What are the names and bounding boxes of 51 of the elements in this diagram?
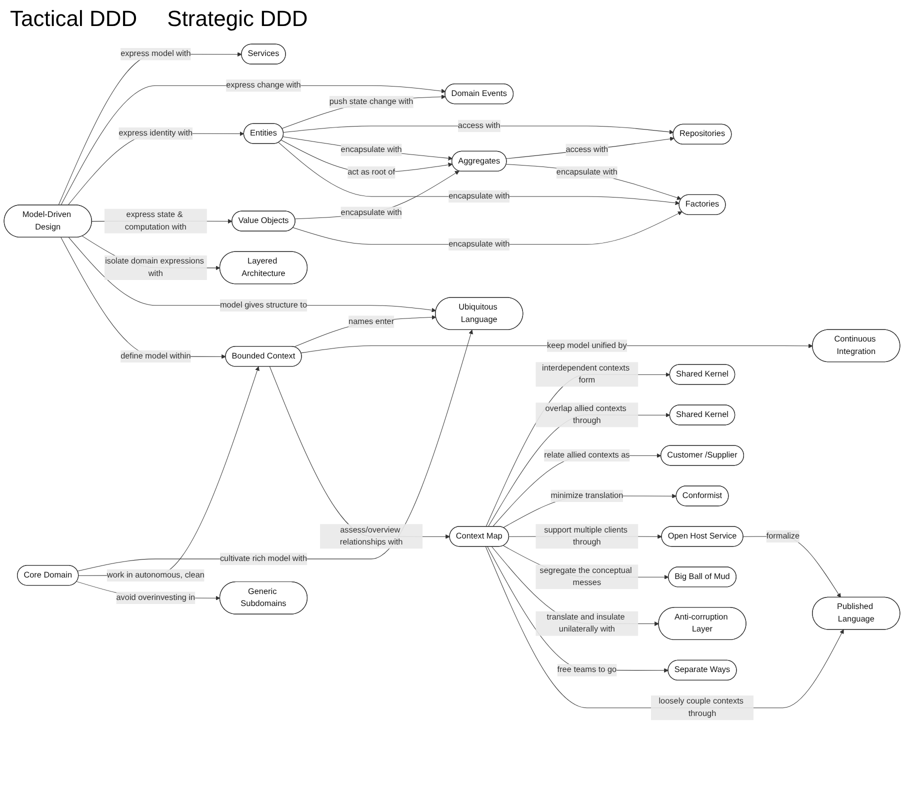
edge-label: support multiple clients through <box>544 526 628 547</box>
arrow <box>491 546 659 626</box>
edge-label: act as root of <box>348 168 396 177</box>
arrow <box>60 237 226 359</box>
edge-label: define model within <box>120 352 191 360</box>
arrow <box>282 136 453 160</box>
arrow <box>282 94 446 129</box>
edge-label: express state & computation with <box>124 210 186 232</box>
edge-label: translate and insulate unilaterally with <box>546 612 625 634</box>
edge-label: model gives structure to <box>220 300 308 310</box>
edge-label: segregate the conceptual messes <box>540 566 632 588</box>
arrow <box>294 170 460 220</box>
edge-label: interdependent contexts form <box>542 364 630 385</box>
edge-label: encapsulate with <box>556 168 618 177</box>
edge-label: overlap allied contexts through <box>545 404 626 426</box>
edge-label: express identity with <box>118 128 193 138</box>
edge-label: access with <box>566 145 608 154</box>
edge-label: names enter <box>348 317 394 326</box>
edge-label: express change with <box>226 81 301 90</box>
arrow <box>281 140 453 173</box>
arrow <box>294 315 436 348</box>
edge-label: encapsulate with <box>448 192 510 201</box>
arrow <box>492 453 662 527</box>
edge-label: encapsulate with <box>448 240 510 248</box>
arrow <box>68 237 436 312</box>
edge-label: formalize <box>766 532 800 540</box>
section-heading: Tactical DDD <box>10 6 138 32</box>
edge-label: loosely couple contexts through <box>658 697 744 718</box>
edge-label: work in autonomous, clean <box>106 570 204 580</box>
section-heading: Strategic DDD <box>167 6 308 32</box>
arrow <box>506 164 682 200</box>
edge-label: relate allied contexts as <box>544 450 630 460</box>
edge-label: minimize translation <box>550 491 624 500</box>
edge-label: encapsulate with <box>340 145 402 154</box>
edge-label: express model with <box>120 49 191 58</box>
arrow <box>77 330 474 572</box>
edge-label: cultivate rich model with <box>220 554 308 564</box>
edge-label: avoid overinvesting in <box>116 593 196 602</box>
arrow <box>278 142 680 206</box>
arrow <box>486 372 670 527</box>
edge-label: isolate domain expressions with <box>105 256 204 278</box>
edge-label: access with <box>458 121 500 130</box>
edge-label: keep model unified by <box>547 341 627 350</box>
edge-label: free teams to go <box>557 666 617 674</box>
arrow <box>283 126 674 134</box>
arrow <box>506 136 674 159</box>
edge-label: encapsulate with <box>340 208 402 217</box>
arrow <box>488 412 670 527</box>
edge-label: assess/overview relationships with <box>340 526 403 547</box>
arrow <box>58 52 242 206</box>
edge-label: push state change with <box>329 97 414 106</box>
